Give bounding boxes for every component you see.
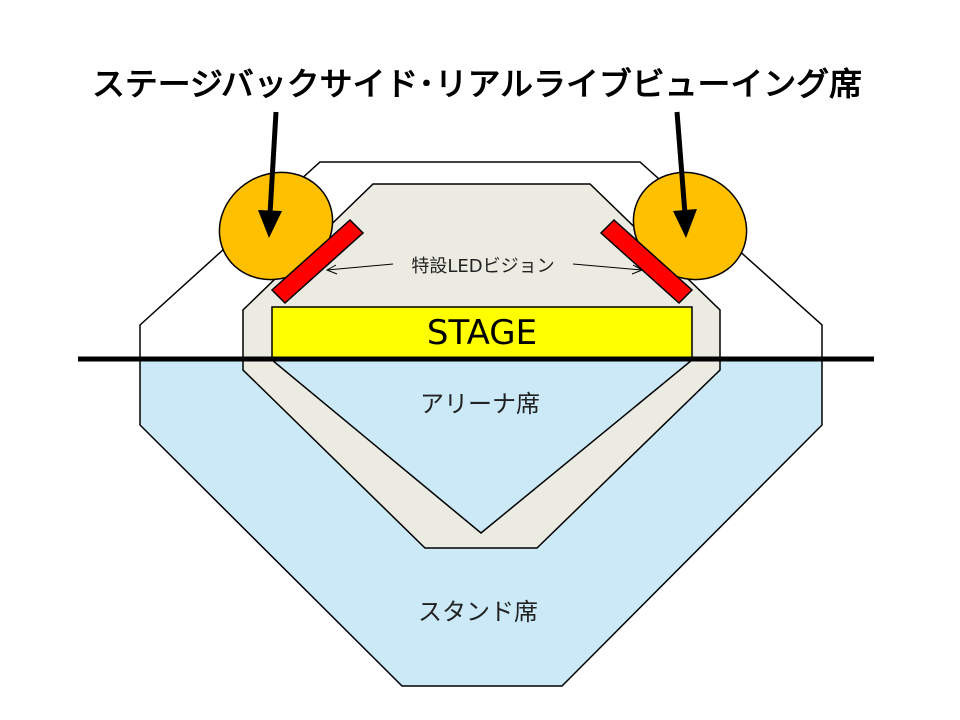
led-arrow-left-line (326, 263, 394, 271)
led-arrow-right-head (631, 264, 644, 275)
arena-label: アリーナ席 (420, 390, 540, 418)
stage (271, 306, 693, 360)
title: ステージバックサイド･リアルライブビューイング席 (92, 65, 862, 103)
stage-label: STAGE (427, 313, 537, 353)
led-arrow-right-line (572, 263, 643, 271)
title-arrow-left-line (267, 111, 279, 215)
led-arrow-left-head (325, 264, 338, 275)
stand-label: スタンド席 (418, 598, 538, 626)
title-arrow-left-head (258, 210, 282, 238)
title-arrow-right-line (674, 111, 688, 215)
led-vision-label: 特設LEDビジョン (411, 256, 554, 277)
led-screen-left (270, 218, 365, 305)
title-arrow-right-head (673, 209, 697, 238)
led-screen-right (599, 218, 694, 305)
